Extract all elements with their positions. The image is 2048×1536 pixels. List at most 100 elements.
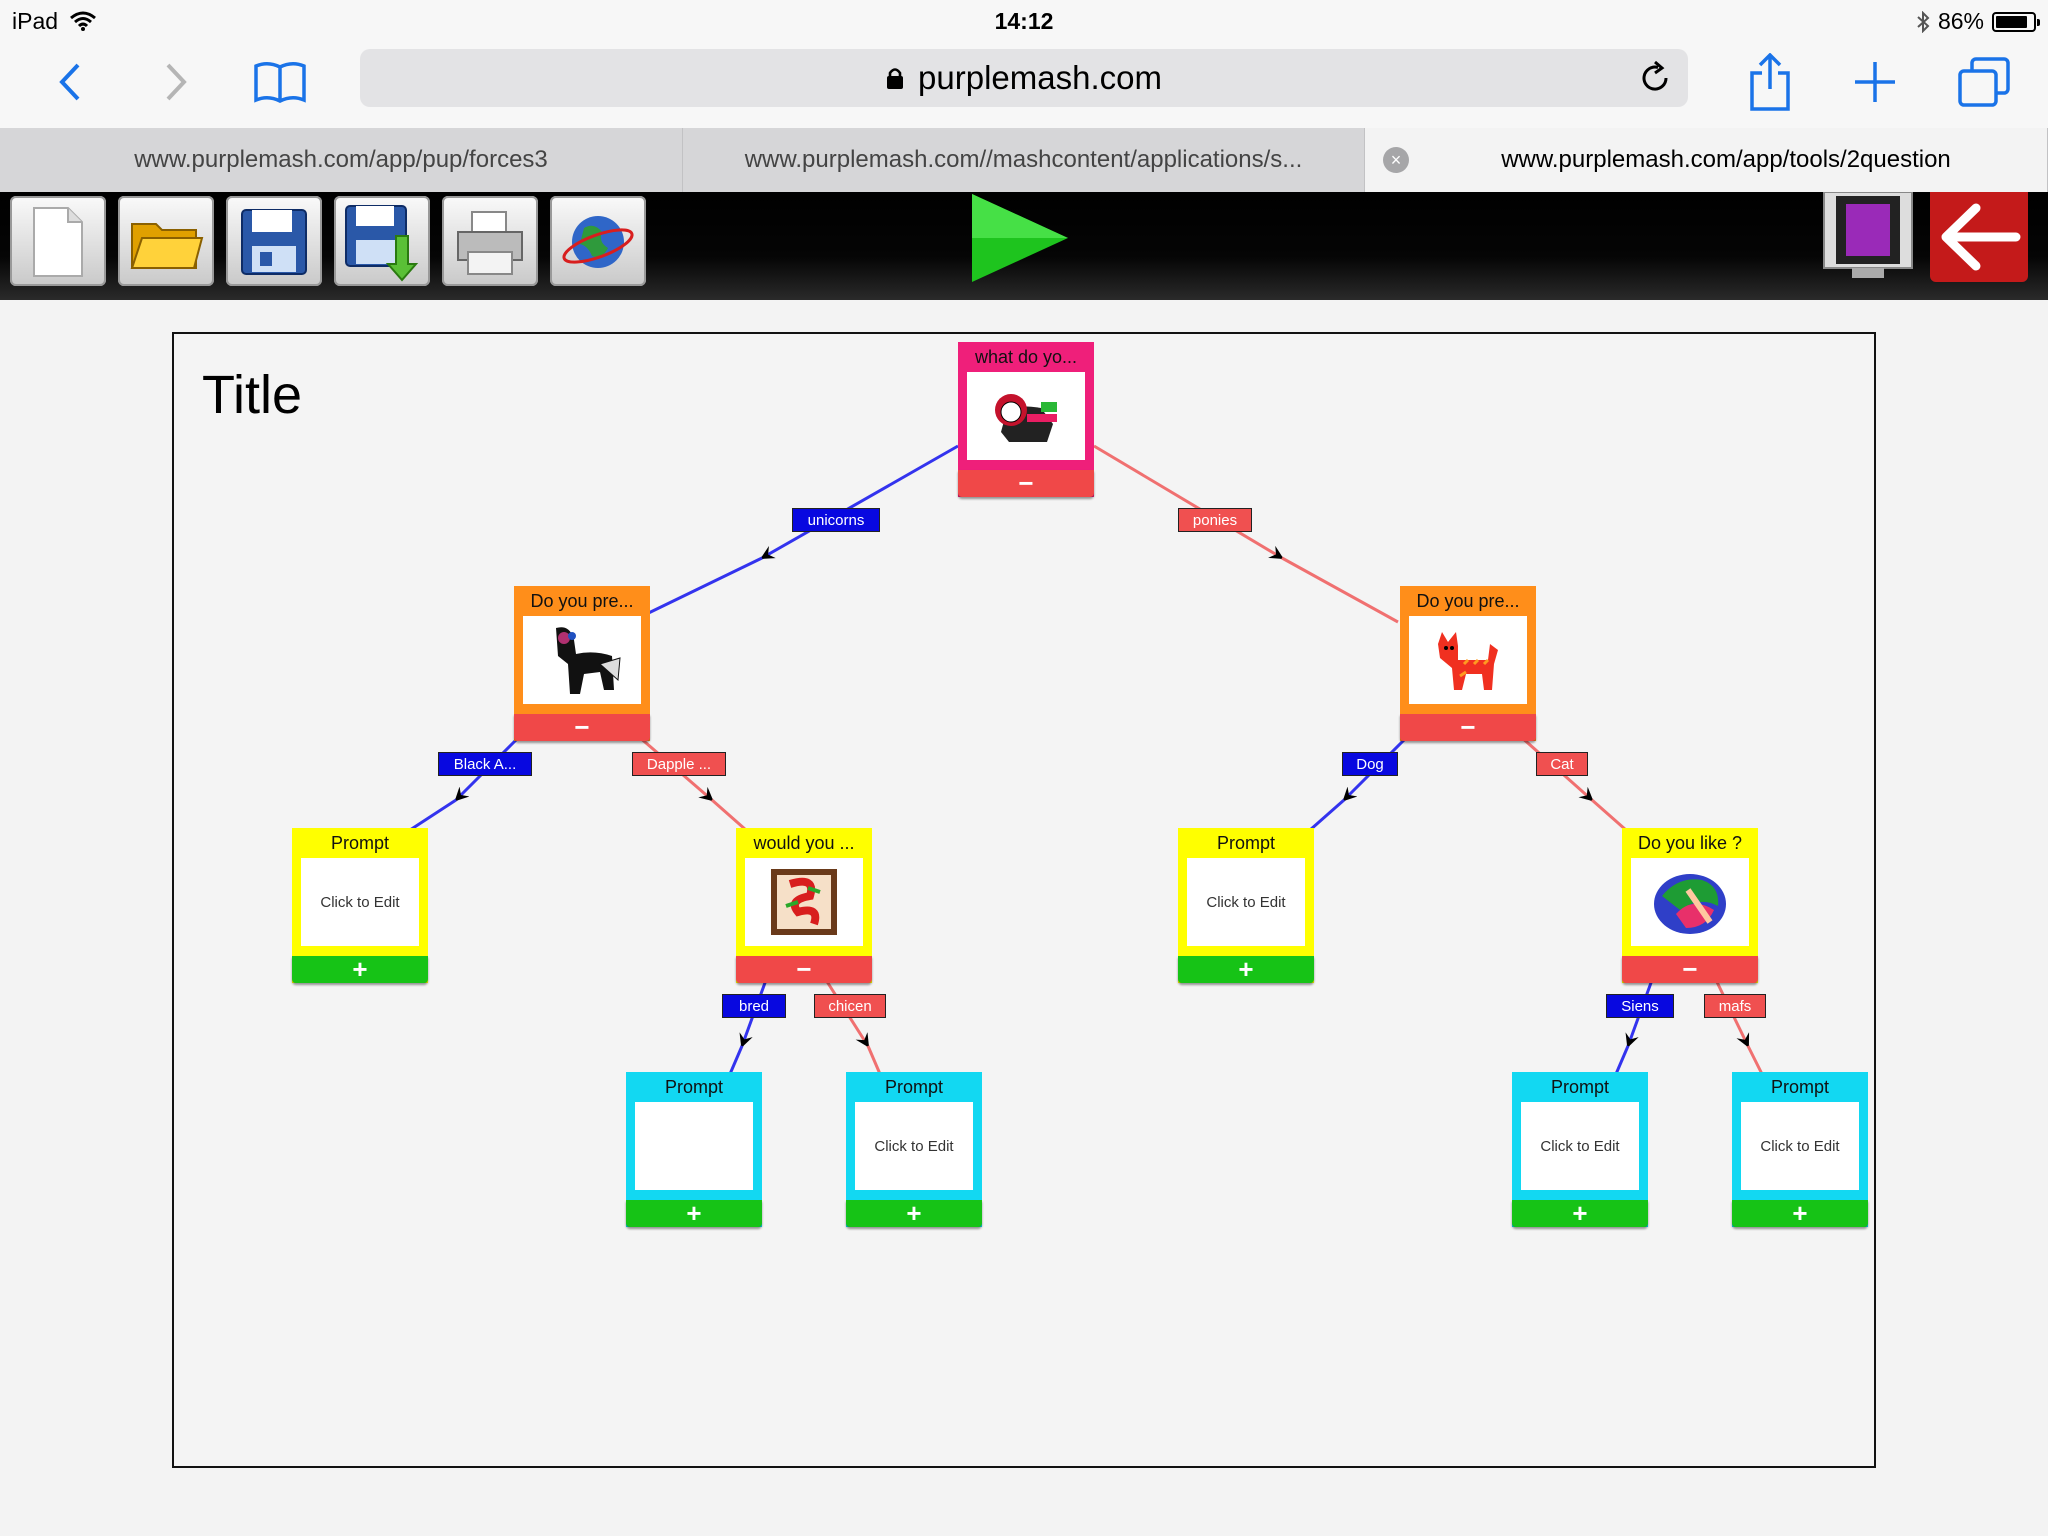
- add-question-button[interactable]: +: [1732, 1200, 1868, 1227]
- tab-2question[interactable]: × www.purplemash.com/app/tools/2question: [1365, 128, 2048, 192]
- edge-label-siens[interactable]: Siens: [1606, 994, 1674, 1018]
- bluetooth-icon: [1917, 10, 1930, 33]
- print-button[interactable]: [442, 196, 538, 286]
- share-icon: [1750, 53, 1790, 111]
- tab-forces3[interactable]: www.purplemash.com/app/pup/forces3: [0, 128, 683, 192]
- film-button[interactable]: [1822, 191, 1914, 280]
- battery-icon: [1992, 11, 2040, 32]
- node-title[interactable]: Do you like ?: [1637, 833, 1743, 853]
- edge-label-unicorns[interactable]: unicorns: [792, 508, 880, 532]
- question-node-root[interactable]: what do yo... −: [958, 342, 1094, 497]
- share-globe-icon: [562, 216, 634, 268]
- open-button[interactable]: [118, 196, 214, 286]
- save-button[interactable]: [226, 196, 322, 286]
- node-title[interactable]: Prompt: [330, 833, 390, 853]
- edge-label-cat[interactable]: Cat: [1536, 752, 1588, 776]
- node-body-click-to-edit[interactable]: Click to Edit: [855, 1102, 973, 1190]
- forward-button[interactable]: [156, 52, 196, 112]
- node-title[interactable]: Prompt: [1770, 1077, 1830, 1097]
- save-as-button[interactable]: [334, 196, 430, 286]
- add-question-button[interactable]: +: [1178, 956, 1314, 983]
- tab-mashcontent[interactable]: www.purplemash.com//mashcontent/applicat…: [683, 128, 1365, 192]
- canvas-title[interactable]: Title: [202, 365, 303, 425]
- question-node-dapple[interactable]: would you ... −: [736, 828, 872, 983]
- collapse-node-button[interactable]: −: [958, 470, 1094, 497]
- play-button[interactable]: [970, 192, 1070, 292]
- wifi-icon: [70, 11, 97, 31]
- node-title[interactable]: what do yo...: [974, 347, 1078, 367]
- browser-nav-bar: purplemash.com: [0, 42, 2048, 128]
- node-body-click-to-edit[interactable]: Click to Edit: [1521, 1102, 1639, 1190]
- node-title[interactable]: Prompt: [884, 1077, 944, 1097]
- node-body-click-to-edit[interactable]: Click to Edit: [1741, 1102, 1859, 1190]
- edge-label-bred[interactable]: bred: [722, 994, 786, 1018]
- browser-tab-strip: www.purplemash.com/app/pup/forces3 www.p…: [0, 128, 2048, 192]
- question-node-left[interactable]: Do you pre... −: [514, 586, 650, 741]
- plus-icon: [1855, 62, 1895, 102]
- edge-label-dapple[interactable]: Dapple ...: [632, 752, 726, 776]
- node-image[interactable]: [745, 858, 863, 946]
- url-text: purplemash.com: [918, 59, 1162, 96]
- exit-button[interactable]: [1930, 192, 2028, 282]
- app-toolbar: [0, 191, 2048, 300]
- tab-label: www.purplemash.com/app/tools/2question: [1501, 146, 1951, 173]
- node-title[interactable]: Prompt: [1550, 1077, 1610, 1097]
- node-image[interactable]: [1409, 616, 1527, 704]
- save-as-icon: [345, 205, 419, 282]
- collapse-node-button[interactable]: −: [514, 714, 650, 741]
- node-image[interactable]: [967, 372, 1085, 460]
- share-globe-button[interactable]: [550, 196, 646, 286]
- answer-node-bred[interactable]: Prompt +: [626, 1072, 762, 1227]
- collapse-node-button[interactable]: −: [736, 956, 872, 983]
- edge-label-dog[interactable]: Dog: [1342, 752, 1398, 776]
- answer-node-mafs[interactable]: Prompt Click to Edit +: [1732, 1072, 1868, 1227]
- chevron-right-icon: [166, 63, 187, 101]
- node-title[interactable]: Prompt: [664, 1077, 724, 1097]
- node-title[interactable]: Prompt: [1216, 833, 1276, 853]
- print-icon: [457, 211, 523, 275]
- add-question-button[interactable]: +: [626, 1200, 762, 1227]
- new-document-button[interactable]: [10, 196, 106, 286]
- edge-right-rl-tail: [1309, 798, 1345, 832]
- chevron-left-icon: [59, 63, 80, 101]
- answer-node-black[interactable]: Prompt Click to Edit +: [292, 828, 428, 983]
- play-icon: [972, 194, 1068, 282]
- add-question-button[interactable]: +: [846, 1200, 982, 1227]
- battery-percent: 86%: [1937, 8, 1984, 34]
- unicorn-drawing-icon: [995, 394, 1057, 442]
- address-bar[interactable]: purplemash.com: [360, 49, 1688, 107]
- share-button[interactable]: [1740, 52, 1800, 112]
- back-arrow-icon: [1941, 203, 2021, 271]
- node-image[interactable]: [523, 616, 641, 704]
- bookmarks-button[interactable]: [250, 52, 310, 112]
- collapse-node-button[interactable]: −: [1400, 714, 1536, 741]
- edge-left-ll-tail: [409, 798, 457, 832]
- new-tab-button[interactable]: [1850, 52, 1900, 112]
- scribble-drawing-icon: [771, 869, 837, 935]
- back-button[interactable]: [50, 52, 90, 112]
- answer-node-chicen[interactable]: Prompt Click to Edit +: [846, 1072, 982, 1227]
- reload-icon[interactable]: [1638, 61, 1672, 95]
- node-body-click-to-edit[interactable]: Click to Edit: [301, 858, 419, 946]
- question-node-cat[interactable]: Do you like ? −: [1622, 828, 1758, 983]
- node-image[interactable]: [1631, 858, 1749, 946]
- edge-label-chicen[interactable]: chicen: [814, 994, 886, 1018]
- answer-node-siens[interactable]: Prompt Click to Edit +: [1512, 1072, 1648, 1227]
- tabs-overview-button[interactable]: [1956, 52, 2012, 112]
- add-question-button[interactable]: +: [1512, 1200, 1648, 1227]
- question-node-right[interactable]: Do you pre... −: [1400, 586, 1536, 741]
- add-question-button[interactable]: +: [292, 956, 428, 983]
- save-icon: [241, 209, 307, 275]
- node-title[interactable]: Do you pre...: [1416, 591, 1520, 611]
- edge-label-mafs[interactable]: mafs: [1704, 994, 1766, 1018]
- node-title[interactable]: Do you pre...: [530, 591, 634, 611]
- collapse-node-button[interactable]: −: [1622, 956, 1758, 983]
- answer-node-dog[interactable]: Prompt Click to Edit +: [1178, 828, 1314, 983]
- open-folder-icon: [130, 223, 204, 269]
- node-body-click-to-edit[interactable]: Click to Edit: [1187, 858, 1305, 946]
- close-tab-icon[interactable]: ×: [1383, 147, 1409, 173]
- edge-label-ponies[interactable]: ponies: [1178, 508, 1252, 532]
- node-title[interactable]: would you ...: [753, 833, 855, 853]
- edge-label-black[interactable]: Black A...: [438, 752, 532, 776]
- node-body-empty[interactable]: [635, 1102, 753, 1190]
